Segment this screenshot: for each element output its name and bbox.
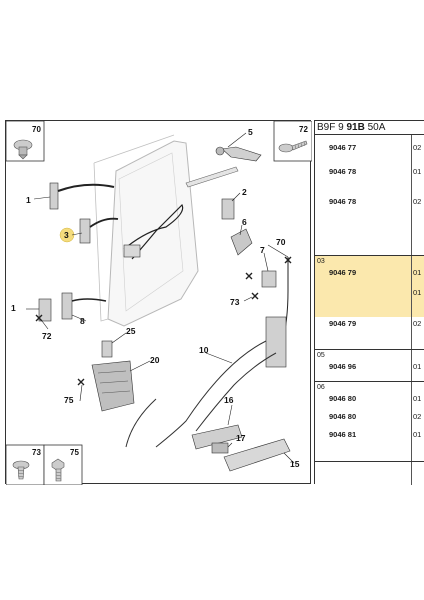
callout-17[interactable]: 17 <box>236 433 246 443</box>
callout-25[interactable]: 25 <box>126 326 136 336</box>
table-row-highlighted[interactable]: 03 9046 79 01 01 <box>315 255 424 317</box>
part-ref: 9046 78 <box>329 167 357 176</box>
callout-72[interactable]: 72 <box>42 331 52 341</box>
table-row[interactable]: 9046 77 02 <box>315 135 424 159</box>
callout-1-upper[interactable]: 1 <box>26 195 31 205</box>
part-front-lock[interactable] <box>91 340 135 412</box>
part-ref: 9046 78 <box>329 197 357 206</box>
table-row[interactable]: 05 9046 96 01 <box>315 349 424 381</box>
part-striker-6[interactable] <box>230 228 253 256</box>
callout-8[interactable]: 8 <box>80 316 85 326</box>
part-qty: 01 <box>413 394 422 403</box>
diagram-code-group: 91B <box>346 122 365 133</box>
part-qty: 02 <box>413 197 422 206</box>
screw-icon <box>278 140 308 153</box>
table-row[interactable]: 06 9046 80 01 9046 80 02 9046 81 01 <box>315 381 424 461</box>
thumb-label: 72 <box>299 125 308 134</box>
part-catch-2[interactable] <box>221 198 235 220</box>
part-top-roller[interactable] <box>185 146 262 188</box>
callout-labels: 5 1 2 3 6 7 70 73 1 8 72 25 10 20 75 16 … <box>11 127 300 469</box>
callout-10[interactable]: 10 <box>199 345 209 355</box>
screw-icon <box>12 460 30 480</box>
thumb-73-bottom[interactable]: 73 <box>6 444 45 485</box>
table-row-empty <box>315 461 424 485</box>
part-qty: 02 <box>413 143 422 152</box>
fastener-marks <box>35 256 292 386</box>
part-ref: 9046 77 <box>329 143 357 152</box>
part-inner-cable[interactable] <box>123 203 184 260</box>
table-row[interactable]: 9046 78 02 <box>315 189 424 255</box>
thumb-label: 75 <box>70 448 79 457</box>
part-rear-lock[interactable] <box>265 257 289 368</box>
thumb-label: 73 <box>32 448 41 457</box>
part-qty: 01 <box>413 288 422 297</box>
bolt-icon <box>51 458 65 482</box>
part-ref: 9046 81 <box>329 430 357 439</box>
part-ref: 9046 96 <box>329 362 357 371</box>
part-qty: 01 <box>413 268 422 277</box>
thumb-72-top[interactable]: 72 <box>273 121 312 162</box>
sliding-door-outline <box>93 134 199 327</box>
pushpin-clip-icon <box>13 139 33 160</box>
exploded-parts-diagram: 70 72 73 75 <box>5 120 312 485</box>
part-qty: 01 <box>413 430 422 439</box>
group-code: 05 <box>317 352 325 359</box>
callout-5[interactable]: 5 <box>248 127 253 137</box>
callout-3[interactable]: 3 <box>64 230 69 240</box>
part-ref: 9046 79 <box>329 319 357 328</box>
thumb-label: 70 <box>32 125 41 134</box>
part-outside-handle[interactable] <box>191 424 291 472</box>
diagram-code-suffix: 50A <box>364 122 386 133</box>
part-cable-10[interactable] <box>125 340 277 448</box>
group-code: 03 <box>317 258 325 265</box>
diagram-canvas: 70 72 73 75 <box>6 121 312 485</box>
part-ref: 9046 80 <box>329 394 357 403</box>
callout-16[interactable]: 16 <box>224 395 234 405</box>
callout-2[interactable]: 2 <box>242 187 247 197</box>
leader-lines <box>26 132 295 464</box>
callout-75[interactable]: 75 <box>64 395 74 405</box>
callout-7[interactable]: 7 <box>260 245 265 255</box>
thumb-75-bottom[interactable]: 75 <box>43 444 83 485</box>
callout-15[interactable]: 15 <box>290 459 300 469</box>
part-upper-hinge[interactable] <box>49 182 115 210</box>
callout-73[interactable]: 73 <box>230 297 240 307</box>
part-ref: 9046 79 <box>329 268 357 277</box>
group-code: 06 <box>317 384 325 391</box>
part-actuator-7[interactable] <box>261 270 277 288</box>
callout-1-lower[interactable]: 1 <box>11 303 16 313</box>
diagram-code-prefix: B9F 9 <box>317 122 347 133</box>
part-qty: 01 <box>413 362 422 371</box>
part-hinge-bracket[interactable] <box>59 217 119 244</box>
callout-70[interactable]: 70 <box>276 237 286 247</box>
callout-20[interactable]: 20 <box>150 355 160 365</box>
thumb-70-top[interactable]: 70 <box>6 121 45 162</box>
part-qty: 01 <box>413 167 422 176</box>
part-qty: 02 <box>413 412 422 421</box>
part-qty: 02 <box>413 319 422 328</box>
part-lower-hinge[interactable] <box>38 292 107 322</box>
callout-6[interactable]: 6 <box>242 217 247 227</box>
table-row[interactable]: 9046 79 02 <box>315 317 424 349</box>
part-ref: 9046 80 <box>329 412 357 421</box>
diagram-code: B9F 9 91B 50A <box>315 121 424 135</box>
table-row[interactable]: 9046 78 01 <box>315 159 424 189</box>
parts-reference-table: B9F 9 91B 50A 9046 77 02 9046 78 01 9046… <box>314 120 424 485</box>
